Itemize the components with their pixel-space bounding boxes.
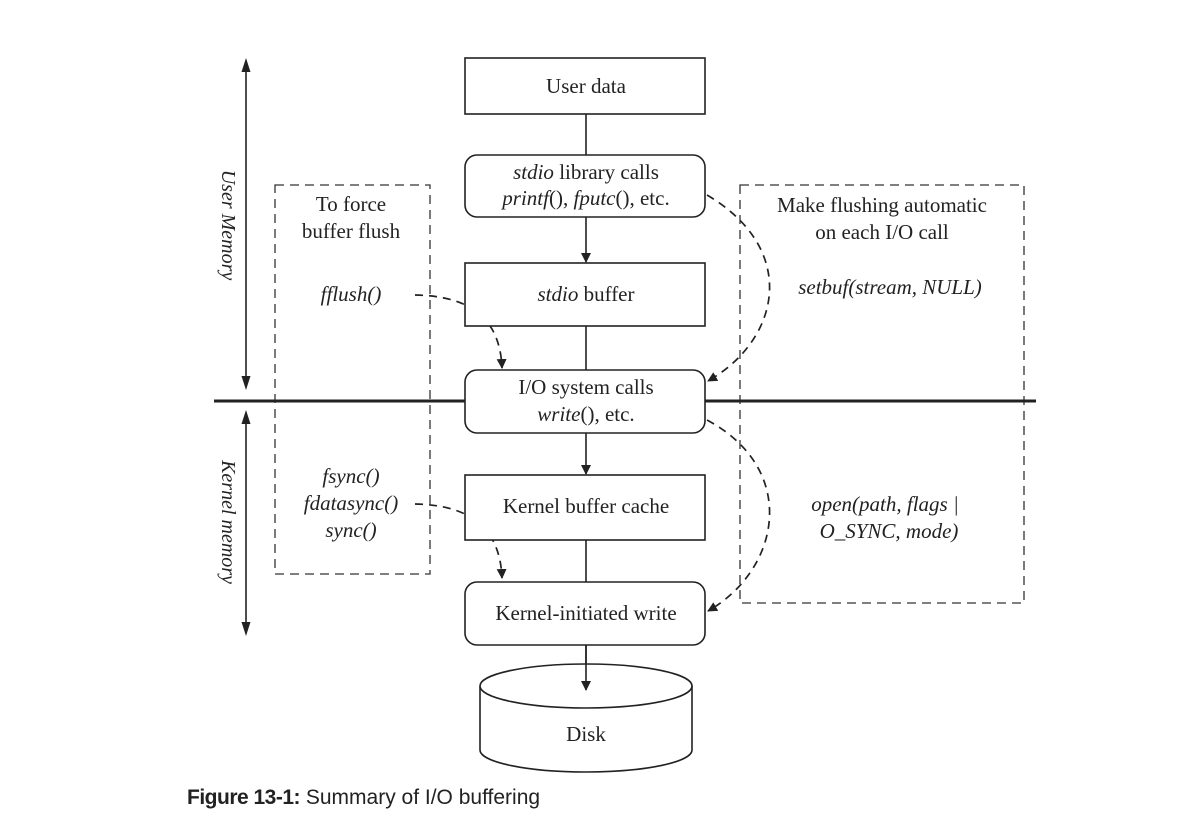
right-panel-title-line1: Make flushing automatic [777, 193, 987, 217]
fsync-label: fsync() [322, 464, 379, 488]
stdio-library-calls-box [464, 154, 706, 218]
figure-caption-label: Figure 13-1: [187, 786, 301, 809]
fflush-label: fflush() [321, 282, 382, 306]
kernel-buffer-cache-label: Kernel buffer cache [503, 494, 669, 518]
user-memory-range-arrow [241, 58, 251, 390]
io-system-calls-box [464, 369, 706, 434]
open-osync-label-line2: O_SYNC, mode) [820, 519, 959, 543]
dashed-flush-arrows [414, 194, 771, 612]
stdio-library-calls-label: stdio library calls [513, 160, 659, 184]
user-memory-label: User Memory [217, 170, 239, 281]
right-dashed-panel [739, 184, 1025, 604]
io-system-calls-examples: write(), etc. [537, 402, 634, 426]
left-dashed-panel [274, 184, 431, 575]
kernel-initiated-write-box [464, 581, 706, 646]
stdio-buffer-box [464, 262, 706, 327]
fdatasync-label: fdatasync() [304, 491, 398, 515]
figure-caption: Figure 13-1: Summary of I/O buffering [187, 786, 540, 810]
setbuf-arrow [706, 194, 771, 382]
user-data-box [464, 57, 706, 115]
kernel-memory-range-arrow [241, 410, 251, 636]
io-system-calls-label: I/O system calls [518, 375, 653, 399]
disk-label: Disk [566, 722, 606, 746]
kernel-initiated-write-label: Kernel-initiated write [495, 601, 676, 625]
fsync-arrow [414, 503, 507, 579]
right-panel-title-line2: on each I/O call [815, 220, 949, 244]
osync-arrow [706, 419, 771, 612]
open-osync-label-line1: open(path, flags | [811, 492, 959, 516]
disk-cylinder [479, 663, 693, 773]
fflush-arrow [414, 294, 507, 369]
sync-label: sync() [325, 518, 376, 542]
kernel-buffer-cache-box [464, 474, 706, 541]
kernel-memory-label: Kernel memory [217, 459, 239, 584]
figure-caption-text: Summary of I/O buffering [300, 786, 541, 809]
stdio-buffer-label: stdio buffer [537, 282, 634, 306]
user-data-label: User data [546, 74, 627, 98]
setbuf-label: setbuf(stream, NULL) [798, 275, 982, 299]
left-panel-title-line2: buffer flush [302, 219, 401, 243]
left-panel-title-line1: To force [316, 192, 386, 216]
stdio-library-calls-examples: printf(), fputc(), etc. [500, 186, 669, 210]
